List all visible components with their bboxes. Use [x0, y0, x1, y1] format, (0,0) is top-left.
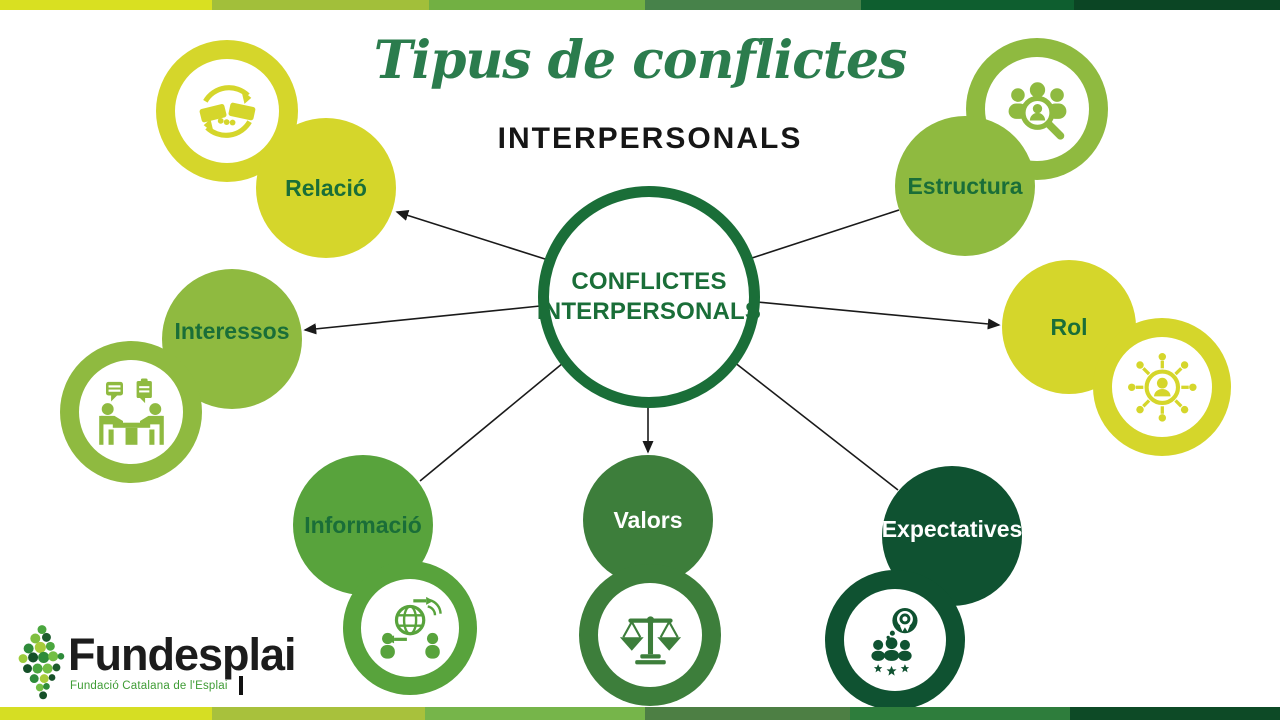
fundesplai-logo-name: Fundesplai [68, 629, 297, 680]
node-expectatives-label: Expectatives [881, 515, 1023, 542]
node-informacio-label: Informació [304, 511, 422, 538]
node-interessos-label: Interessos [174, 317, 290, 344]
node-valors-label: Valors [613, 506, 683, 533]
central-node: CONFLICTES INTERPERSONALS [537, 186, 761, 408]
fundesplai-logo-tree-icon [18, 625, 65, 700]
person-network-icon [1127, 352, 1197, 422]
team-award-icon [871, 608, 918, 676]
node-valors-label-circle: Valors [583, 455, 713, 585]
top-brand-bar [0, 0, 1280, 10]
connector-expectatives [733, 361, 899, 491]
bottom-brand-bar [0, 707, 1280, 720]
icon-backdrop [79, 360, 183, 464]
central-node-label: CONFLICTES INTERPERSONALS [537, 267, 761, 327]
node-interessos-icon-circle [60, 341, 202, 483]
icon-backdrop [361, 579, 459, 677]
node-expectatives-icon-circle [825, 570, 965, 710]
balance-scale-icon [619, 615, 681, 664]
connector-informacio [419, 362, 564, 482]
node-estructura-label-circle: Estructura [895, 116, 1035, 256]
connector-interessos [303, 305, 541, 335]
fundesplai-logo-tagline: Fundació Catalana de l'Esplai [70, 680, 228, 692]
connector-rol [756, 301, 1001, 330]
handshake-cycle-icon [199, 84, 255, 138]
icon-backdrop [843, 588, 947, 692]
page-title: Tipus de conflictes [373, 30, 908, 91]
node-informacio-icon-circle [343, 561, 477, 695]
central-node-line1: CONFLICTES [571, 268, 727, 295]
node-relacio-label-circle: Relació [256, 118, 396, 258]
icon-backdrop [1111, 336, 1213, 438]
people-search-icon [1008, 81, 1066, 140]
node-estructura-label: Estructura [907, 172, 1023, 199]
icon-backdrop [175, 59, 279, 163]
page-subtitle: INTERPERSONALS [497, 122, 803, 155]
node-rol-icon-circle [1093, 318, 1231, 456]
node-valors-icon-circle [579, 564, 721, 706]
fundesplai-logo: Fundesplai Fundació Catalana de l'Esplai [14, 618, 334, 713]
icon-backdrop [598, 583, 702, 687]
connector-relacio [395, 210, 546, 260]
connector-estructura [751, 209, 900, 259]
node-rol-label: Rol [1050, 313, 1088, 340]
central-node-line2: INTERPERSONALS [536, 298, 762, 325]
negotiation-table-icon [98, 377, 164, 445]
fundesplai-logo-mark [239, 676, 243, 695]
node-relacio-label: Relació [285, 174, 367, 201]
global-communication-icon [380, 596, 442, 659]
